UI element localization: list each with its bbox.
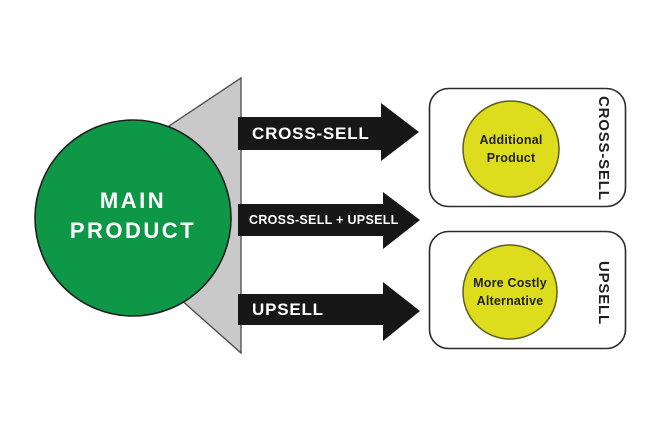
arrow-cross-sell-plus-upsell: [238, 192, 420, 249]
main-product-label: MAIN PRODUCT: [33, 186, 233, 246]
additional-product-label: Additional Product: [451, 131, 571, 167]
more-costly-alternative-label-line2: Alternative: [476, 294, 544, 308]
additional-product-label-line2: Product: [486, 151, 536, 165]
side-label-cross-sell: CROSS-SELL: [595, 95, 612, 201]
arrow-cross-sell: [238, 103, 419, 161]
main-product-label-line2: PRODUCT: [69, 218, 197, 243]
main-product-label-line1: MAIN: [99, 188, 167, 213]
more-costly-alternative-label: More Costly Alternative: [450, 274, 570, 310]
main-product-circle: [34, 119, 232, 317]
additional-product-circle: [462, 100, 560, 198]
additional-product-label-line1: Additional: [479, 133, 543, 147]
arrow-label-cross-sell-plus-upsell: CROSS-SELL + UPSELL: [249, 213, 399, 227]
arrow-upsell: [238, 282, 420, 341]
more-costly-alternative-label-line1: More Costly: [473, 276, 547, 290]
more-costly-alternative-circle: [462, 244, 558, 340]
arrow-label-cross-sell: CROSS-SELL: [252, 123, 370, 143]
side-label-upsell: UPSELL: [595, 261, 612, 325]
arrow-label-upsell: UPSELL: [252, 299, 324, 319]
